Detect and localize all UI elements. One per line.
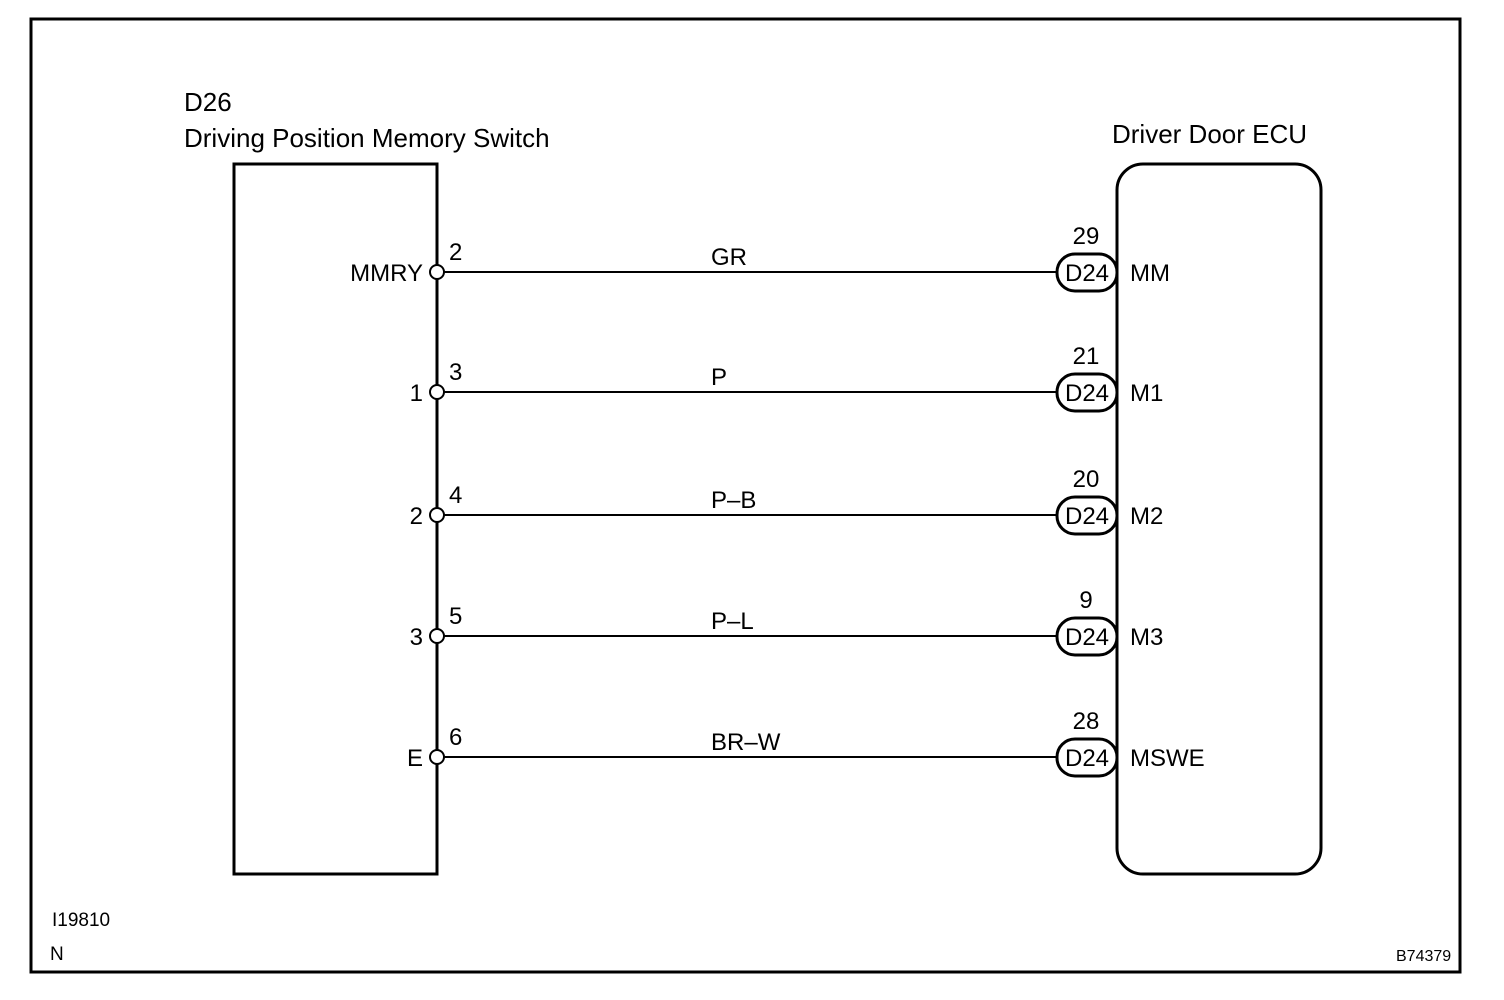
switch-code: D26 [184,87,232,117]
ecu-terminal-label: M2 [1130,503,1163,530]
terminal-circle [429,384,445,400]
ecu-terminal-label: M3 [1130,624,1163,651]
switch-terminal-label: E [407,745,423,772]
ecu-terminal-label: M1 [1130,380,1163,407]
ref-left: I19810 [52,910,110,931]
terminal-circle [429,749,445,765]
switch-pin-number: 2 [449,239,462,266]
switch-terminal-label: MMRY [350,260,423,287]
switch-pin-number: 4 [449,482,462,509]
connector-pill [1055,495,1119,536]
terminal-circle [429,507,445,523]
ecu-pin-number: 9 [1079,587,1092,614]
ecu-terminal-label: MM [1130,260,1170,287]
wire-color-label: P–B [711,487,756,514]
switch-terminal-label: 3 [410,624,423,651]
ecu-pin-number: 20 [1073,466,1100,493]
terminal-circle [429,264,445,280]
connector-code: D24 [1065,624,1109,651]
ecu-pin-number: 21 [1073,343,1100,370]
wire-color-label: BR–W [711,729,781,756]
ref-right: B74379 [1396,948,1451,965]
connector-pill [1055,372,1119,413]
switch-name: Driving Position Memory Switch [184,123,550,153]
connector-code: D24 [1065,380,1109,407]
ecu-pin-number: 29 [1073,223,1100,250]
ecu-name: Driver Door ECU [1112,119,1307,149]
ecu-terminal-label: MSWE [1130,745,1205,772]
switch-terminal-label: 1 [410,380,423,407]
terminal-circle [429,628,445,644]
switch-terminal-label: 2 [410,503,423,530]
connector-pill [1055,616,1119,657]
diagram-frame [29,17,1462,974]
connector-pill [1055,252,1119,293]
connector-code: D24 [1065,260,1109,287]
ecu-pin-number: 28 [1073,708,1100,735]
switch-pin-number: 6 [449,724,462,751]
switch-pin-number: 5 [449,603,462,630]
wire-color-label: P [711,364,727,391]
connector-pill [1055,737,1119,778]
connector-code: D24 [1065,745,1109,772]
wire-color-label: GR [711,244,747,271]
connector-code: D24 [1065,503,1109,530]
wire-color-label: P–L [711,608,754,635]
ref-left-2: N [50,944,64,965]
switch-pin-number: 3 [449,359,462,386]
